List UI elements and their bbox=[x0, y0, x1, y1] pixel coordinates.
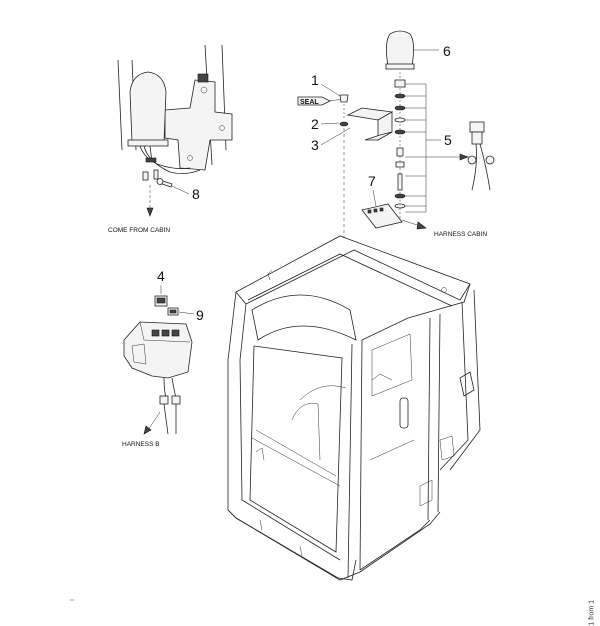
part-9-switch bbox=[167, 307, 179, 316]
part-4-switch bbox=[154, 295, 168, 307]
callout-9: 9 bbox=[196, 307, 204, 323]
label-harness-b: HARNESS B bbox=[122, 441, 160, 448]
callout-5: 5 bbox=[444, 132, 452, 148]
cabin-frame bbox=[227, 235, 481, 581]
callout-8: 8 bbox=[192, 186, 200, 202]
part-7-clip bbox=[361, 203, 403, 229]
callout-3: 3 bbox=[311, 137, 319, 153]
callout-1: 1 bbox=[311, 72, 319, 88]
part-6-beacon-dome bbox=[385, 30, 415, 70]
side-connector bbox=[467, 121, 495, 191]
seal-label: SEAL bbox=[300, 99, 319, 106]
seal-tag: SEAL bbox=[297, 96, 331, 106]
label-harness-cabin: HARNESS CABIN bbox=[434, 231, 487, 238]
part-5-mount-stack bbox=[394, 72, 427, 220]
callout-2: 2 bbox=[311, 116, 319, 132]
callout-7: 7 bbox=[368, 173, 376, 189]
leader-8 bbox=[171, 185, 190, 195]
parts-diagram: 8 COME FROM CABIN SEAL 1 2 3 6 bbox=[70, 30, 495, 601]
callout-4: 4 bbox=[157, 268, 165, 284]
callout-6: 6 bbox=[443, 43, 451, 59]
switch-panel-housing bbox=[123, 321, 193, 435]
part-1-screw bbox=[339, 94, 349, 103]
beacon-assembly-detail bbox=[117, 44, 233, 217]
part-2-washer bbox=[339, 121, 349, 127]
label-come-from-cabin: COME FROM CABIN bbox=[108, 227, 170, 234]
